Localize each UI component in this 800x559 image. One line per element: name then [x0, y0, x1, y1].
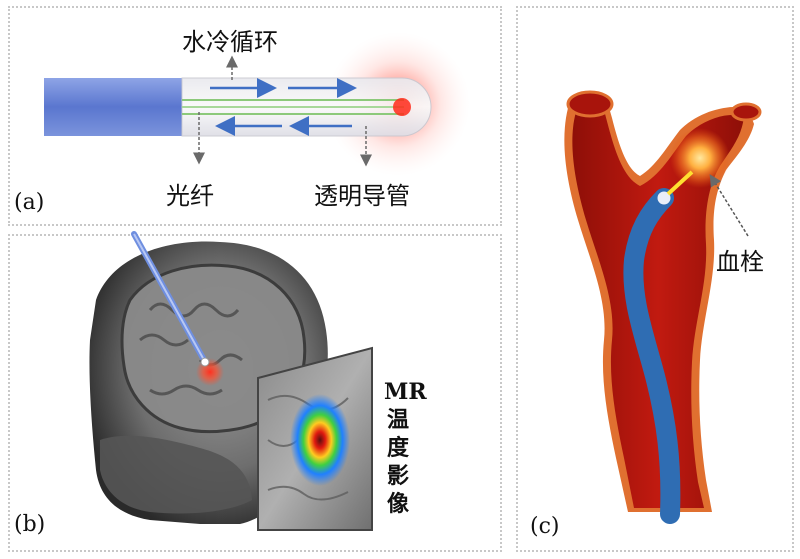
label-thrombus: 血栓 — [716, 248, 764, 276]
mr-label-line-1: MR — [384, 379, 427, 405]
pointer-thrombus — [709, 174, 749, 237]
blood-vessel — [572, 102, 744, 508]
vessel-opening-top — [566, 90, 614, 118]
panel-c-frame — [516, 6, 794, 552]
label-water-cooling: 水冷循环 — [182, 28, 278, 56]
mr-label-line-5: 像 — [386, 491, 409, 517]
mr-label-line-4: 影 — [386, 463, 409, 489]
mr-thermometry-label: MR 温 度 影 像 — [384, 378, 427, 518]
panel-a-frame — [8, 6, 502, 226]
catheter — [623, 188, 681, 524]
brain-gyri — [139, 302, 243, 396]
thrombus-blob — [670, 128, 730, 188]
mr-label-line-2: 温 — [386, 407, 409, 433]
panel-a-diagram — [44, 32, 470, 176]
target-heating-spot — [196, 358, 224, 386]
panel-label-a: (a) — [14, 190, 45, 215]
laser-probe-highlight — [133, 233, 205, 361]
panel-b-diagram — [89, 231, 373, 531]
panel-label-c: (c) — [530, 514, 560, 539]
probe-tip — [200, 357, 210, 367]
thermal-map — [290, 394, 350, 486]
vessel-opening-right — [730, 102, 762, 122]
panel-c-diagram — [564, 90, 762, 524]
label-optical-fiber: 光纤 — [166, 182, 214, 210]
mr-label-line-3: 度 — [386, 435, 409, 461]
outer-sheath — [44, 78, 182, 136]
label-catheter: 透明导管 — [314, 182, 410, 210]
panel-b-frame — [8, 234, 502, 552]
panel-label-b: (b) — [14, 512, 46, 537]
fiber-tip-hotspot — [393, 98, 411, 116]
skull-base — [100, 435, 252, 514]
laser-beam — [666, 170, 694, 196]
